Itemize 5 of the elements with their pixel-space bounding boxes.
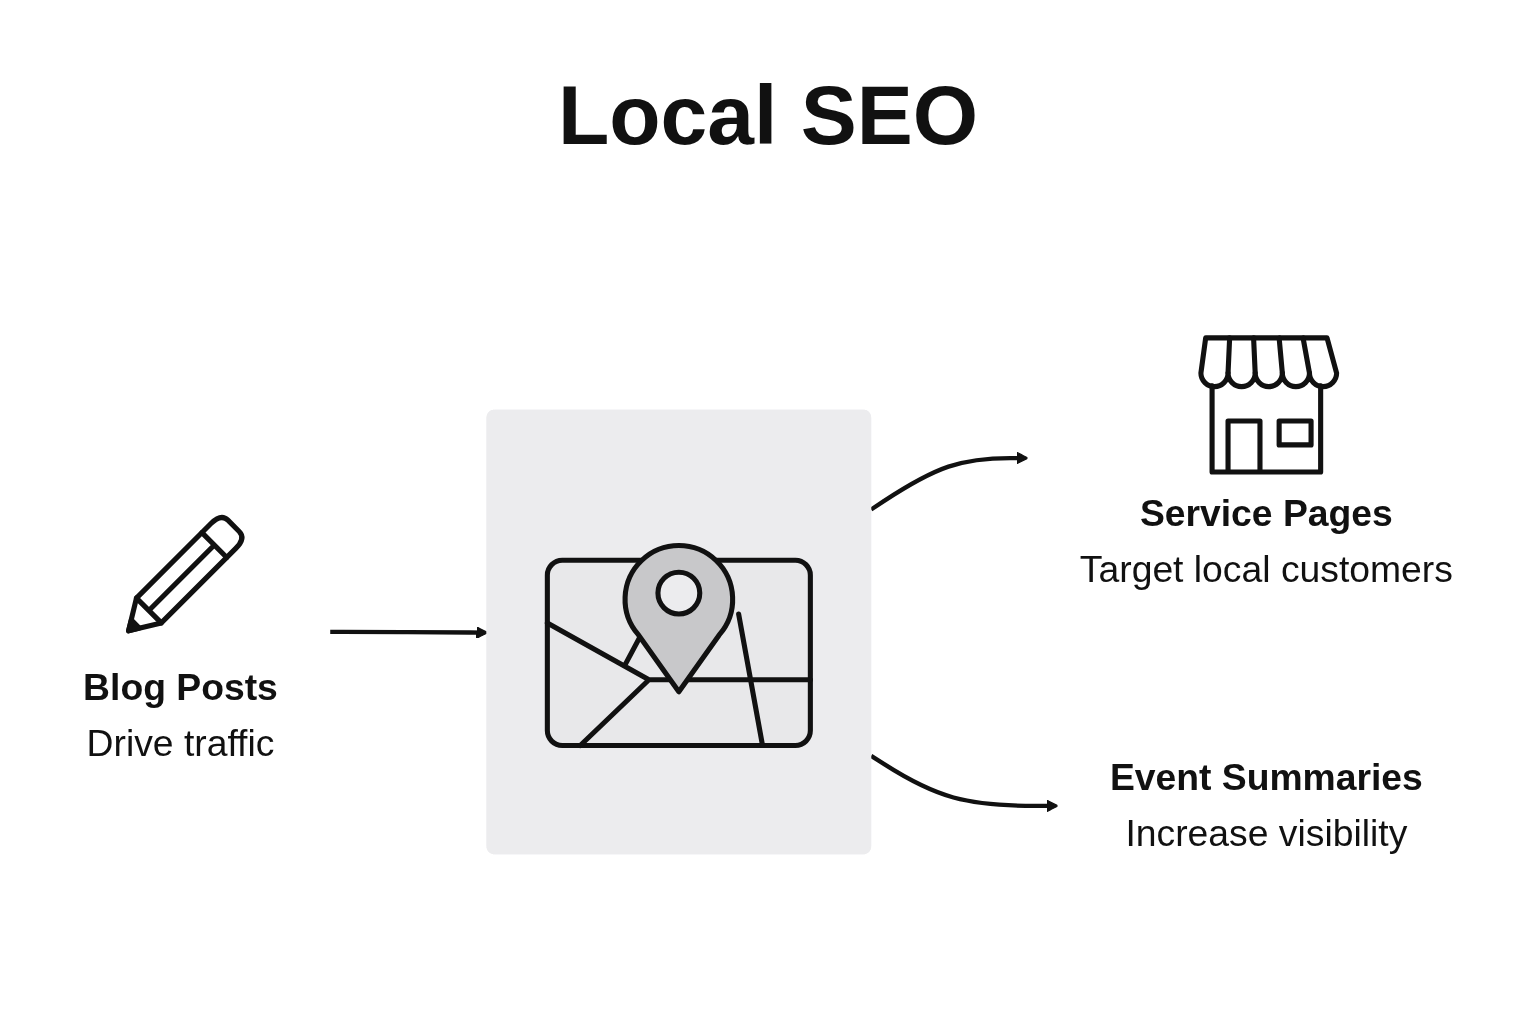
node-text: Blog Posts Drive traffic [83,665,278,765]
arrow [870,754,1059,813]
node-text: Service Pages Target local customers [1079,491,1453,591]
node-text: Event Summaries Increase visibility [1109,755,1423,855]
title: Local SEO [557,67,979,164]
